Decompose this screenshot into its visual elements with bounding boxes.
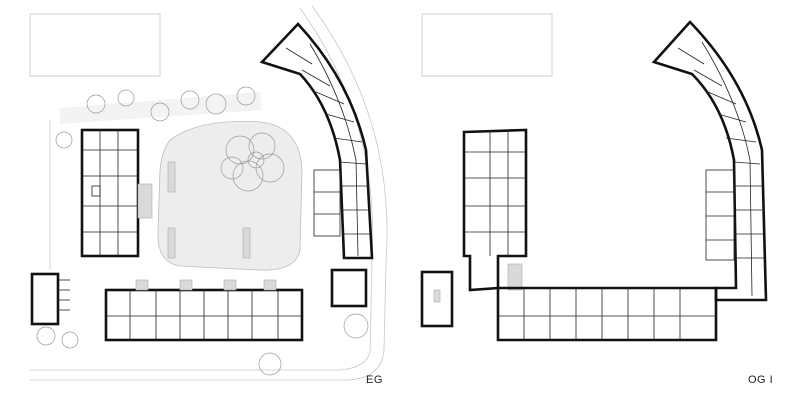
west-wing-og xyxy=(462,128,528,292)
tree-cluster xyxy=(220,132,285,192)
shed xyxy=(30,272,60,326)
shed xyxy=(420,270,454,328)
south-building-eg xyxy=(104,279,304,342)
upper-floor-label: OG I xyxy=(748,374,774,386)
ground-floor-plan xyxy=(29,5,388,381)
site-boundary xyxy=(30,7,374,371)
neighbor-building xyxy=(29,13,161,77)
east-curved-wing-og xyxy=(651,20,768,302)
neighbor-building xyxy=(421,13,553,77)
upper-floor-plan xyxy=(420,13,768,342)
west-building-eg xyxy=(80,128,153,258)
courtyard-lawn xyxy=(157,121,303,271)
east-curved-building-eg xyxy=(259,22,374,308)
bench xyxy=(242,227,251,259)
bench xyxy=(167,227,176,259)
south-wing-og xyxy=(496,286,718,342)
trees-north xyxy=(55,86,256,149)
ground-floor-label: EG xyxy=(366,374,383,386)
bench xyxy=(167,161,176,193)
paved-path xyxy=(60,92,262,124)
trees-south xyxy=(36,313,369,376)
